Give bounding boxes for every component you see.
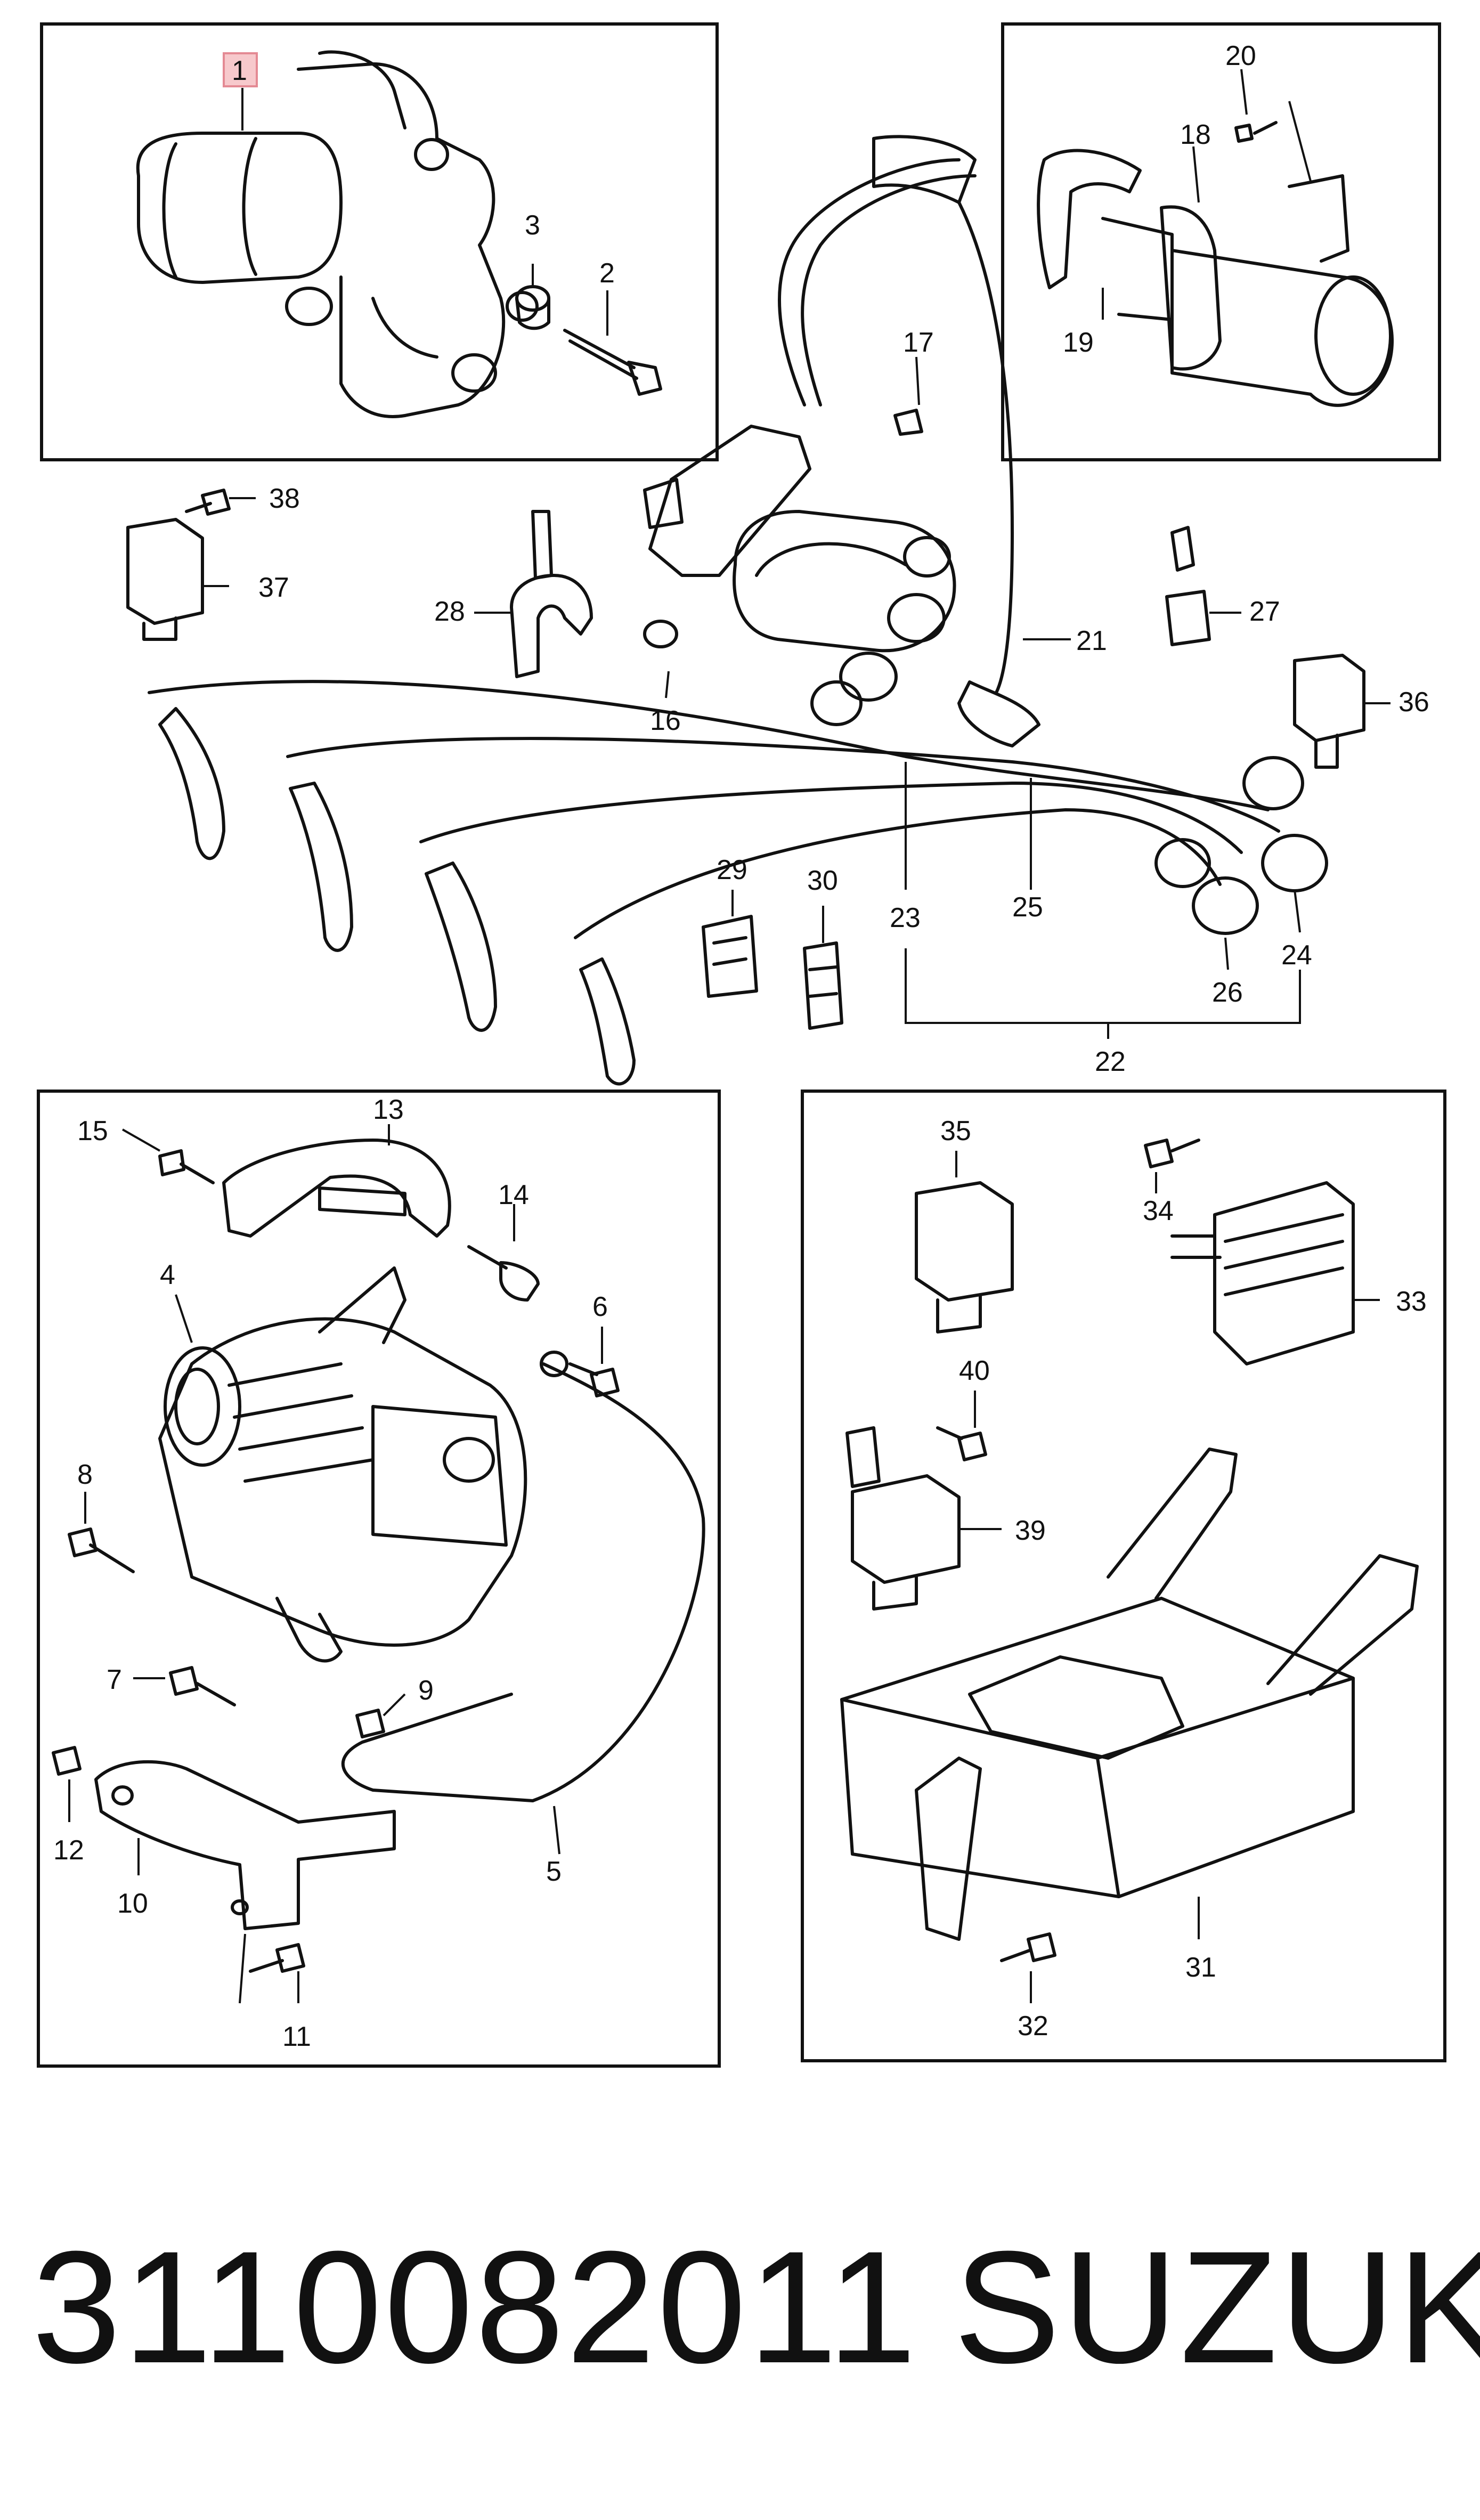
starter-motor	[136, 50, 539, 418]
callout-9: 9	[418, 1675, 434, 1706]
callout-29: 29	[717, 855, 747, 885]
bolt-7	[169, 1666, 236, 1706]
callout-23: 23	[890, 903, 921, 933]
callout-25: 25	[1012, 892, 1043, 923]
bracket-10	[94, 1760, 396, 1930]
callout-7: 7	[107, 1664, 122, 1695]
callout-19: 19	[1063, 327, 1094, 358]
callout-4: 4	[160, 1259, 175, 1290]
bolt-34	[1144, 1139, 1200, 1168]
callout-17: 17	[903, 327, 934, 358]
part-number: 3110082011	[32, 2217, 918, 2396]
coil-lead-21	[778, 135, 1040, 747]
bolt-2	[563, 329, 662, 396]
bolt-15	[158, 1149, 215, 1184]
coil-panel-frame	[1001, 22, 1441, 461]
callout-12: 12	[53, 1835, 84, 1866]
relay-39	[845, 1426, 961, 1611]
callout-16: 16	[650, 705, 681, 736]
bolt-38	[185, 489, 231, 516]
callout-14: 14	[498, 1180, 529, 1210]
callout-21: 21	[1076, 625, 1107, 656]
callout-28: 28	[434, 596, 465, 627]
distributor	[643, 409, 956, 726]
callout-33: 33	[1396, 1286, 1427, 1317]
callout-40: 40	[959, 1355, 990, 1386]
callout-38: 38	[269, 483, 300, 514]
bolt-14	[467, 1245, 540, 1302]
bolt-32	[1000, 1932, 1056, 1962]
starter-panel-frame	[40, 22, 719, 461]
callout-15: 15	[77, 1116, 108, 1147]
callout-5: 5	[546, 1856, 562, 1887]
bolt-40	[936, 1426, 987, 1461]
callout-1: 1	[232, 55, 247, 86]
wire-5	[341, 1351, 705, 1802]
callout-20: 20	[1225, 40, 1256, 71]
callout-3: 3	[525, 210, 540, 241]
callout-37: 37	[258, 572, 289, 603]
bolt-11	[249, 1943, 305, 1973]
regulator-33	[1170, 1181, 1355, 1365]
callout-34: 34	[1143, 1196, 1174, 1226]
relay-35	[915, 1181, 1014, 1334]
callout-27: 27	[1249, 596, 1280, 627]
clip-27	[1165, 526, 1211, 646]
callout-22: 22	[1095, 1046, 1126, 1077]
callout-10: 10	[117, 1888, 148, 1919]
ignition-coil	[1037, 121, 1394, 407]
bolt-8	[68, 1527, 135, 1573]
callout-36: 36	[1398, 687, 1429, 718]
callout-39: 39	[1015, 1515, 1046, 1546]
callout-11: 11	[282, 2021, 311, 2052]
callout-6: 6	[592, 1291, 608, 1322]
callout-35: 35	[940, 1116, 971, 1147]
callout-31: 31	[1185, 1952, 1216, 1983]
nut-12	[52, 1746, 82, 1776]
alternator	[158, 1266, 527, 1663]
relay-37	[126, 518, 204, 641]
callout-18: 18	[1180, 119, 1211, 150]
clamp-29	[702, 915, 758, 998]
callout-8: 8	[77, 1459, 93, 1490]
callout-13: 13	[373, 1094, 404, 1125]
callout-32: 32	[1018, 2011, 1048, 2042]
spark-plug-wires	[148, 680, 1328, 1086]
ecu-panel-frame	[801, 1090, 1446, 2062]
callout-30: 30	[807, 865, 838, 896]
clamp-30	[803, 941, 843, 1030]
nut-9	[355, 1709, 385, 1738]
relay-36	[1293, 654, 1365, 769]
adjusting-bracket-13	[222, 1139, 451, 1238]
alternator-panel-frame	[37, 1090, 721, 2068]
parts-diagram: 1 2 3 4 5 6 7 8 9 10 11 12 13 14 15 16 1…	[37, 22, 1446, 2068]
callout-26: 26	[1212, 977, 1243, 1008]
callout-2: 2	[599, 258, 615, 289]
ecu-31	[840, 1448, 1419, 1941]
callout-24: 24	[1281, 940, 1312, 971]
brand-name: SUZUKI	[954, 2217, 1480, 2396]
clamp-28	[510, 510, 593, 678]
